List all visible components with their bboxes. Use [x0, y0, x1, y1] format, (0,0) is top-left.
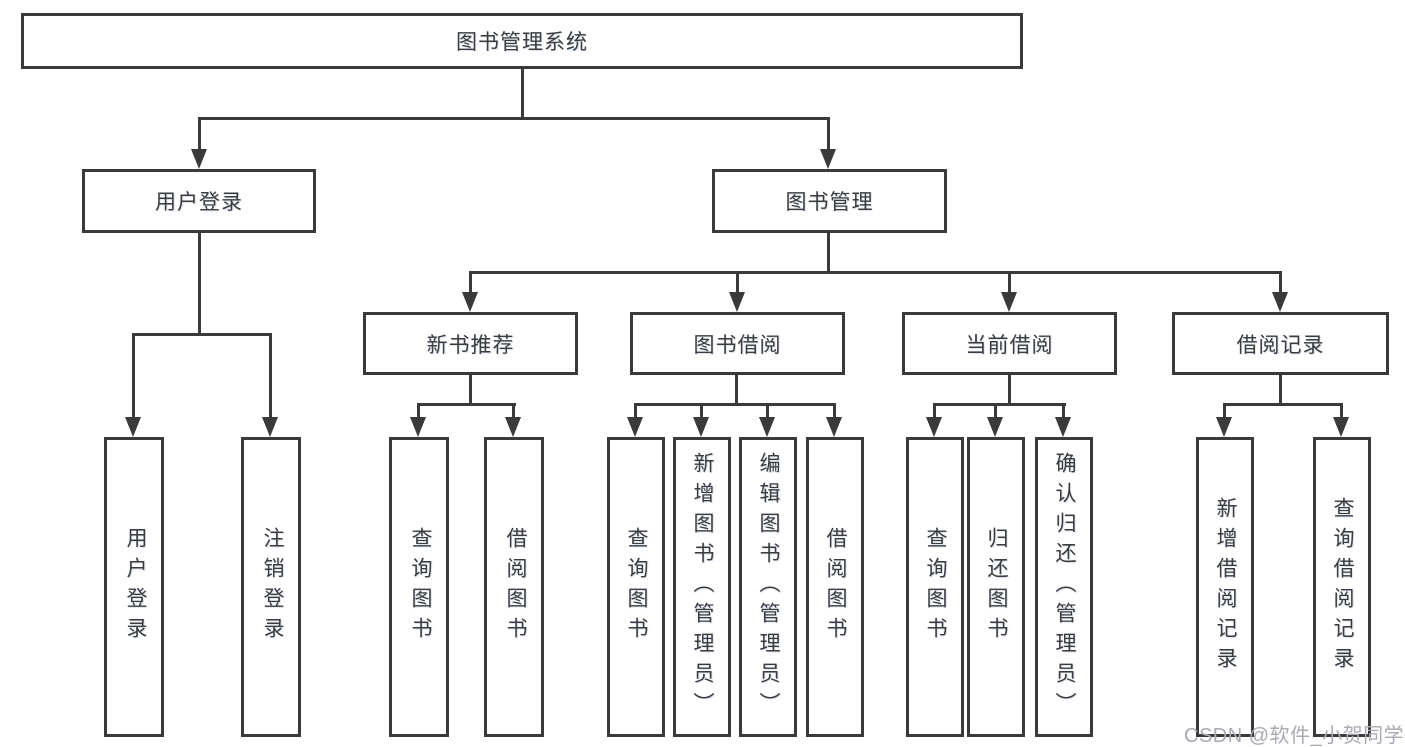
connector-root-bar — [198, 117, 830, 120]
node-book-management: 图书管理 — [712, 169, 947, 233]
leaf-add-books-admin: 新增图书（管理员） — [673, 437, 731, 737]
connector-stem — [469, 374, 472, 406]
leaf-borrow-books: 借阅图书 — [806, 437, 864, 737]
node-root: 图书管理系统 — [21, 13, 1023, 69]
arrow-down-icon — [926, 417, 942, 437]
leaf-confirm-return-admin: 确认归还（管理员） — [1035, 437, 1093, 737]
connector-bar — [933, 403, 1066, 406]
arrow-down-icon — [505, 417, 521, 437]
arrow-down-icon — [191, 149, 207, 169]
connector-shaft — [634, 403, 637, 420]
arrow-down-icon — [693, 417, 709, 437]
connector-shaft — [933, 403, 936, 420]
connector-shaft — [269, 333, 272, 420]
connector-bar — [634, 403, 836, 406]
connector-shaft — [833, 403, 836, 420]
connector-shaft — [1223, 403, 1226, 420]
arrow-down-icon — [1055, 417, 1071, 437]
connector-mgmt-stem — [827, 232, 830, 274]
leaf-borrow-books-recommend: 借阅图书 — [484, 437, 544, 737]
node-borrow-records-label: 借阅记录 — [1236, 333, 1325, 357]
leaf-return-books: 归还图书 — [967, 437, 1025, 737]
connector-stem — [735, 374, 738, 406]
node-new-book-recommend: 新书推荐 — [363, 312, 578, 375]
connector-root-stem — [521, 68, 524, 120]
connector-shaft — [1008, 271, 1011, 295]
node-user-login: 用户登录 — [82, 169, 316, 233]
connector-shaft — [994, 403, 997, 420]
connector-stem — [1008, 374, 1011, 406]
connector-bar — [417, 403, 516, 406]
node-borrow-records: 借阅记录 — [1172, 312, 1389, 375]
node-new-book-recommend-label: 新书推荐 — [426, 333, 515, 357]
connector-shaft — [1062, 403, 1065, 420]
node-book-borrow: 图书借阅 — [630, 312, 845, 375]
leaf-query-books-recommend: 查询图书 — [389, 437, 449, 737]
arrow-down-icon — [729, 292, 745, 312]
connector-shaft — [827, 117, 830, 153]
connector-shaft — [198, 117, 201, 153]
arrow-down-icon — [462, 292, 478, 312]
arrow-down-icon — [759, 417, 775, 437]
arrow-down-icon — [1001, 292, 1017, 312]
connector-shaft — [132, 333, 135, 420]
leaf-logout: 注销登录 — [241, 437, 301, 737]
leaf-query-borrow-record: 查询借阅记录 — [1313, 437, 1371, 737]
connector-mgmt-bar — [469, 271, 1281, 274]
connector-shaft — [417, 403, 420, 420]
node-user-login-label: 用户登录 — [155, 191, 243, 214]
leaf-query-books-borrow: 查询图书 — [607, 437, 665, 737]
arrow-down-icon — [1272, 292, 1288, 312]
arrow-down-icon — [627, 417, 643, 437]
leaf-query-books-current: 查询图书 — [906, 437, 964, 737]
connector-shaft — [469, 271, 472, 295]
node-current-borrow: 当前借阅 — [902, 312, 1117, 375]
arrow-down-icon — [125, 417, 141, 437]
arrow-down-icon — [820, 149, 836, 169]
arrow-down-icon — [826, 417, 842, 437]
node-root-label: 图书管理系统 — [456, 31, 588, 54]
connector-stem — [1279, 374, 1282, 406]
arrow-down-icon — [262, 417, 278, 437]
connector-shaft — [1340, 403, 1343, 420]
arrow-down-icon — [1216, 417, 1232, 437]
arrow-down-icon — [987, 417, 1003, 437]
connector-shaft — [766, 403, 769, 420]
leaf-add-borrow-record: 新增借阅记录 — [1196, 437, 1254, 737]
arrow-down-icon — [1333, 417, 1349, 437]
leaf-user-login: 用户登录 — [104, 437, 164, 737]
connector-bar — [1223, 403, 1343, 406]
connector-shaft — [700, 403, 703, 420]
connector-login-stem — [198, 232, 201, 336]
node-book-management-label: 图书管理 — [785, 191, 874, 214]
arrow-down-icon — [410, 417, 426, 437]
node-current-borrow-label: 当前借阅 — [965, 333, 1054, 357]
csdn-watermark: CSDN @软件_小贺同学 — [1184, 725, 1405, 747]
connector-shaft — [736, 271, 739, 295]
node-book-borrow-label: 图书借阅 — [693, 333, 782, 357]
connector-shaft — [1279, 271, 1282, 295]
leaf-edit-books-admin: 编辑图书（管理员） — [739, 437, 797, 737]
connector-login-bar — [132, 333, 272, 336]
connector-shaft — [512, 403, 515, 420]
